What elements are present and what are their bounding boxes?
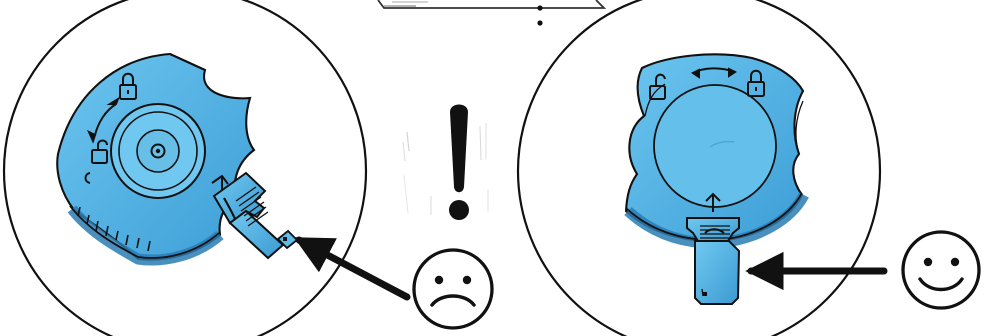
small-up-arrow-icon [705,192,721,212]
lock-icon [747,69,765,97]
unlock-icon [84,139,108,184]
smile-face-icon [901,230,981,310]
double-arrow-icon [86,96,121,144]
frown-face-icon [412,248,494,330]
unlock-icon [649,73,666,100]
left-cap [56,52,299,266]
right-cap [624,53,809,305]
right-panel [516,0,981,336]
left-panel [2,0,494,336]
right-latch [686,217,741,305]
left-latch [212,171,299,260]
left-ridges [77,206,151,252]
exclamation-icon [402,104,489,220]
left-pointer-arrow [293,236,411,301]
double-arrow-icon [691,67,737,79]
lock-icon [119,72,137,100]
